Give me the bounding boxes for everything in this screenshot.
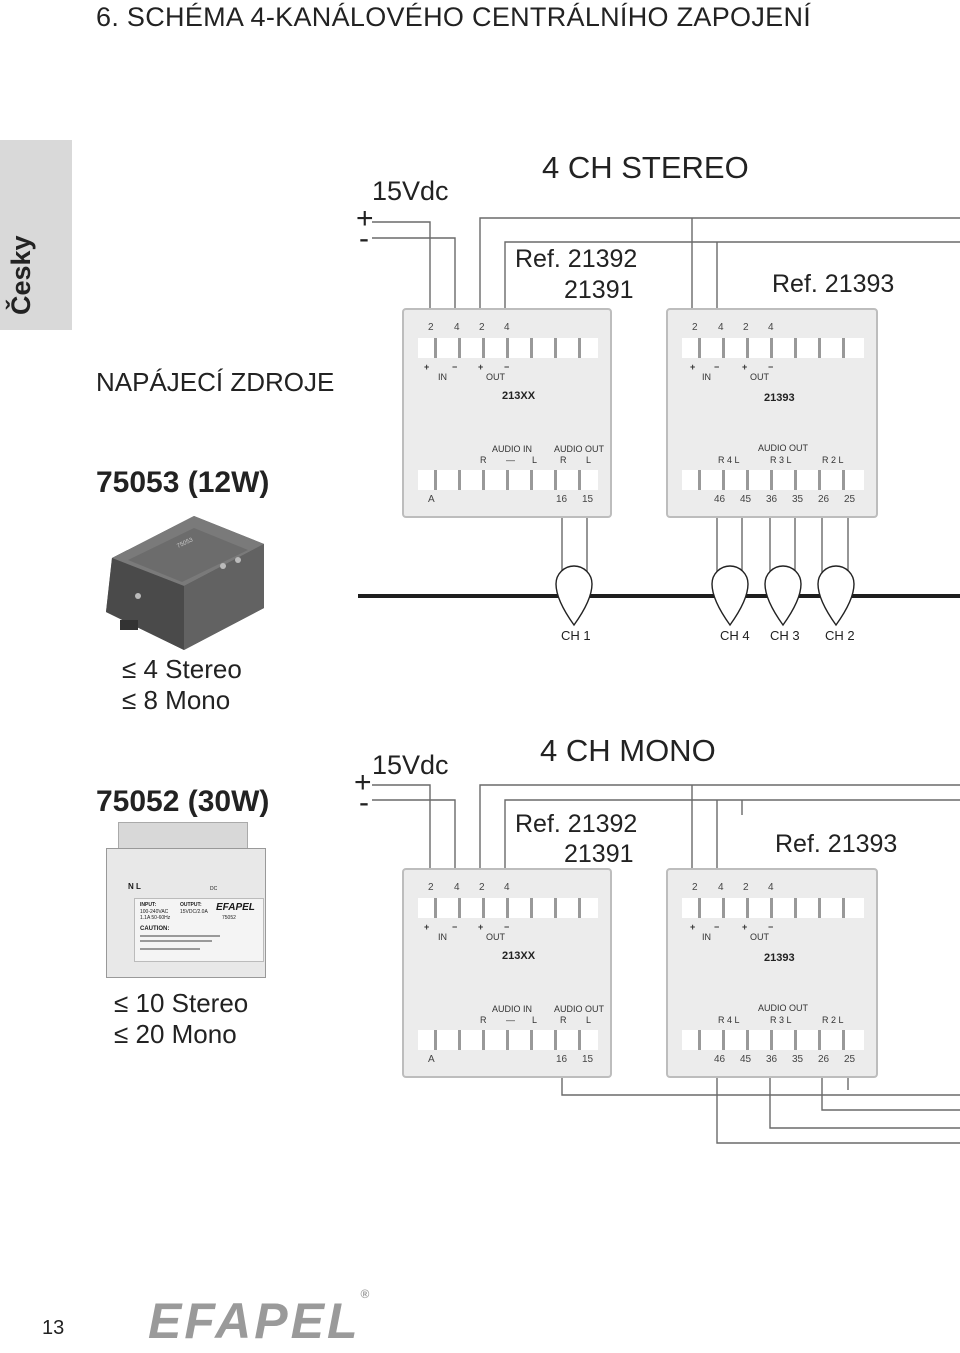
stereo-ref-a2: 21391 [564,276,634,304]
psu-75053-capacity-stereo: ≤ 4 Stereo [122,654,242,684]
channel-label-ch1: CH 1 [561,628,591,643]
efapel-logo: EFAPEL® [148,1287,369,1350]
module-b-bottom-terminals [682,470,864,490]
module-a-bottom-terminals [418,470,598,490]
psu-75052-code: 75052 [222,915,236,921]
psu-75052-output-val: 15VDC/2.0A [180,909,208,915]
psu-75052-capacity-stereo: ≤ 10 Stereo [114,988,249,1018]
module-a-mono-name: 213XX [502,950,536,962]
module-a-mono-top-terminals [418,898,598,918]
psu-75053-capacity-mono: ≤ 8 Mono [122,685,231,715]
module-a-top-terminals [418,338,598,358]
mono-plus: + [354,766,372,799]
mono-voltage: 15Vdc [372,750,449,780]
module-213xx-stereo: 2 4 2 4 + − IN + − OUT 213XX AUDIO IN AU… [402,308,612,518]
module-b-mono-top-terminals [682,898,864,918]
psu-75053-image: 75053 [106,516,264,650]
stereo-plus: + [356,202,374,235]
registered-mark: ® [360,1287,370,1302]
stereo-title: 4 CH STEREO [542,150,749,185]
psu-75052-terminals: N L [128,882,141,891]
psu-model-75052: 75052 (30W) [96,785,270,818]
psu-75052-input-val2: 1.1A 50-60Hz [140,915,171,921]
language-tab: Česky [0,140,72,330]
stereo-ref-a: Ref. 21392 [515,245,638,273]
speaker-ch2 [817,565,855,627]
psu-75052-image: N L DC INPUT: 100-240VAC 1.1A 50-60Hz OU… [106,822,266,978]
psu-75052-input-head: INPUT: [140,902,157,908]
page-title: 6. SCHÉMA 4-KANÁLOVÉHO CENTRÁLNÍHO ZAPOJ… [96,2,812,32]
module-21393-stereo: 2 4 2 4 + − IN + − OUT 21393 AUDIO OUT R… [666,308,878,518]
module-b-name: 21393 [764,392,795,404]
module-b-mono-name: 21393 [764,952,795,964]
module-21393-mono: 2 4 2 4 + − IN + − OUT 21393 AUDIO OUT R… [666,868,878,1078]
psu-75052-dc: DC [210,886,218,892]
mono-ref-b: Ref. 21393 [775,830,898,858]
channel-label-ch4: CH 4 [720,628,750,643]
psu-75052-capacity-mono: ≤ 20 Mono [114,1019,237,1049]
psu-75052-output-head: OUTPUT: [180,902,202,908]
page-number: 13 [42,1317,65,1339]
stereo-minus: - [359,222,369,255]
module-a-name: 213XX [502,390,536,402]
module-213xx-mono: 2 4 2 4 + − IN + − OUT 213XX AUDIO IN AU… [402,868,612,1078]
speaker-ch3 [764,565,802,627]
stereo-voltage: 15Vdc [372,176,449,206]
channel-label-ch2: CH 2 [825,628,855,643]
speaker-ch1 [555,565,593,627]
mono-minus: - [359,786,369,819]
mono-ref-a: Ref. 21392 [515,810,638,838]
mono-ref-a2: 21391 [564,840,634,868]
module-b-top-terminals [682,338,864,358]
power-supplies-heading: NAPÁJECÍ ZDROJE [96,367,335,397]
psu-model-75053: 75053 (12W) [96,466,270,499]
stereo-ref-b: Ref. 21393 [772,270,895,298]
mono-title: 4 CH MONO [540,733,716,768]
module-b-mono-bottom-terminals [682,1030,864,1050]
psu-75052-input-val1: 100-240VAC [140,909,169,915]
psu-75052-brand: EFAPEL [216,902,255,913]
psu-75052-caution: CAUTION: [140,926,170,932]
speaker-ch4 [711,565,749,627]
module-a-mono-bottom-terminals [418,1030,598,1050]
efapel-logo-text: EFAPEL [148,1293,361,1349]
channel-label-ch3: CH 3 [770,628,800,643]
